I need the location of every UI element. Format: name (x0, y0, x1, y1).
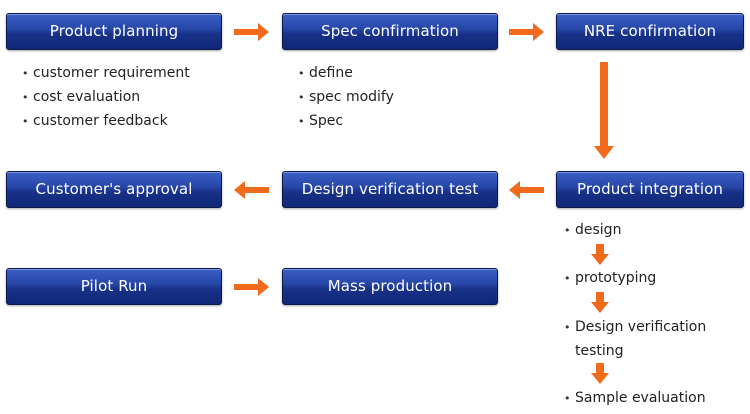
arrow-right-icon (234, 278, 269, 296)
list-item: spec modify (298, 85, 394, 109)
mass-production-box: Mass production (282, 268, 498, 305)
list-item: define (298, 61, 394, 85)
arrow-left-icon (509, 181, 544, 199)
arrow-down-icon (591, 363, 609, 384)
customers-approval-box: Customer's approval (6, 171, 222, 208)
spec-confirmation-box: Spec confirmation (282, 13, 498, 50)
arrow-right-icon (509, 23, 544, 41)
substep-testing: testing (575, 343, 624, 359)
arrow-right-icon (234, 23, 269, 41)
nre-confirmation-box: NRE confirmation (556, 13, 744, 50)
list-item: Spec (298, 109, 394, 133)
list-item: cost evaluation (22, 85, 190, 109)
list-item: customer feedback (22, 109, 190, 133)
product-integration-box: Product integration (556, 171, 744, 208)
substep-design: •design (564, 222, 622, 238)
product-planning-list: customer requirement cost evaluation cus… (22, 61, 190, 133)
arrow-down-icon (591, 292, 609, 313)
arrow-left-icon (234, 181, 269, 199)
spec-confirmation-list: define spec modify Spec (298, 61, 394, 133)
list-item: customer requirement (22, 61, 190, 85)
design-verification-test-box: Design verification test (282, 171, 498, 208)
pilot-run-box: Pilot Run (6, 268, 222, 305)
substep-sample-evaluation: •Sample evaluation (564, 390, 706, 406)
arrow-down-icon (591, 244, 609, 265)
product-planning-box: Product planning (6, 13, 222, 50)
substep-design-verification: •Design verification (564, 319, 707, 335)
substep-prototyping: •prototyping (564, 270, 657, 286)
arrow-down-icon (594, 62, 614, 159)
